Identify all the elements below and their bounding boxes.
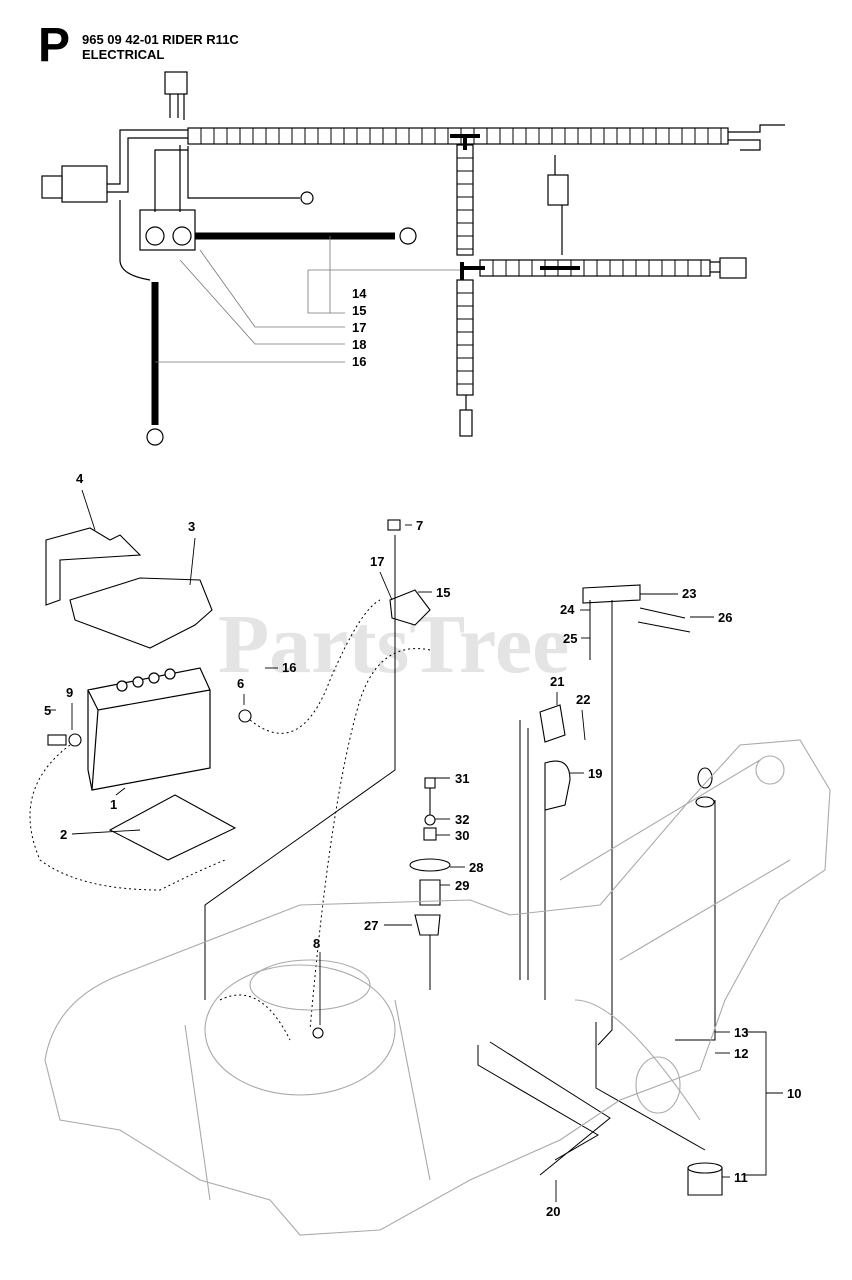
callout-30: 30 xyxy=(455,828,469,843)
callout-16b: 16 xyxy=(282,660,296,675)
callout-24: 24 xyxy=(560,602,575,617)
callout-27: 27 xyxy=(364,918,378,933)
callout-31: 31 xyxy=(455,771,469,786)
callout-2: 2 xyxy=(60,827,67,842)
callout-21: 21 xyxy=(550,674,564,689)
callout-16: 16 xyxy=(352,354,366,369)
wiring-harness xyxy=(41,71,785,446)
mower-frame xyxy=(44,739,831,1236)
callout-9: 9 xyxy=(66,685,73,700)
battery-mat xyxy=(108,794,237,861)
callout-7: 7 xyxy=(416,518,423,533)
assembly-leaders xyxy=(204,535,716,1176)
callout-25: 25 xyxy=(563,631,577,646)
callout-labels: 14 15 17 18 16 4 3 7 17 15 16 6 9 5 1 2 … xyxy=(44,286,801,1219)
callout-1: 1 xyxy=(110,797,117,812)
callout-18: 18 xyxy=(352,337,366,352)
callout-15b: 17 xyxy=(370,554,384,569)
callout-20: 20 xyxy=(546,1204,560,1219)
callout-15: 15 xyxy=(352,303,366,318)
title-block: 965 09 42-01 RIDER R11C ELECTRICAL xyxy=(82,32,239,62)
callout-23: 23 xyxy=(682,586,696,601)
small-hardware xyxy=(47,519,723,1196)
callout-32: 32 xyxy=(455,812,469,827)
callout-14: 14 xyxy=(352,286,367,301)
callout-26: 26 xyxy=(718,610,732,625)
section-subtitle: ELECTRICAL xyxy=(82,47,165,62)
callout-12: 12 xyxy=(734,1046,748,1061)
callout-17: 17 xyxy=(352,320,366,335)
hold-down-bracket xyxy=(45,527,142,606)
callout-leaders xyxy=(50,489,783,1202)
callout-22: 22 xyxy=(576,692,590,707)
callout-5: 5 xyxy=(44,703,51,718)
callout-29: 29 xyxy=(455,878,469,893)
callout-4: 4 xyxy=(76,471,84,486)
callout-10: 10 xyxy=(787,1086,801,1101)
dotted-wires xyxy=(29,599,431,1041)
part-title: 965 09 42-01 RIDER R11C xyxy=(82,32,239,47)
harness-leaders xyxy=(155,236,460,363)
springs xyxy=(637,607,691,633)
callout-13: 13 xyxy=(734,1025,748,1040)
callout-19: 19 xyxy=(588,766,602,781)
callout-6: 6 xyxy=(237,676,244,691)
battery xyxy=(87,667,211,791)
callout-3: 3 xyxy=(188,519,195,534)
callout-8: 8 xyxy=(313,936,320,951)
callout-17b: 15 xyxy=(436,585,450,600)
section-letter: P xyxy=(38,19,71,72)
callout-11: 11 xyxy=(734,1170,748,1185)
starter-parts xyxy=(389,584,641,811)
battery-cover xyxy=(69,577,213,649)
callout-28: 28 xyxy=(469,860,483,875)
